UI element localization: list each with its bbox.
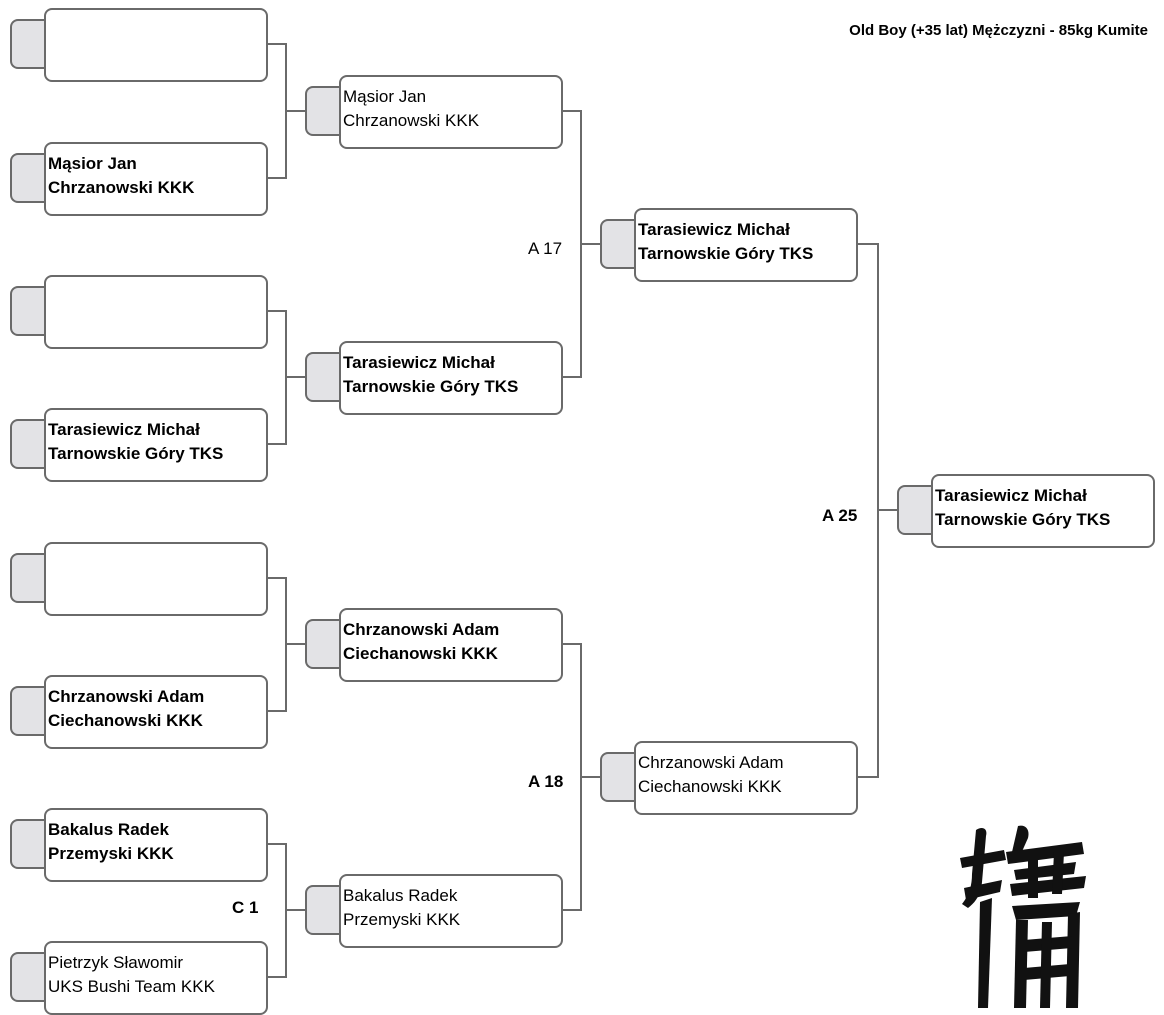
slot-tab bbox=[10, 952, 46, 1002]
r3-slot-2[interactable]: Chrzanowski Adam Ciechanowski KKK bbox=[600, 741, 858, 815]
slot-tab bbox=[10, 19, 46, 69]
competitor-club: Przemyski KKK bbox=[343, 910, 461, 929]
competitor-club: Ciechanowski KKK bbox=[343, 644, 498, 663]
competitor-name: Tarasiewicz Michał bbox=[638, 220, 790, 239]
r3-slot-1[interactable]: Tarasiewicz Michał Tarnowskie Góry TKS bbox=[600, 208, 858, 282]
connector-line bbox=[580, 776, 600, 778]
bracket-title: Old Boy (+35 lat) Mężczyzni - 85kg Kumit… bbox=[849, 22, 1148, 39]
r2-slot-3[interactable]: Chrzanowski Adam Ciechanowski KKK bbox=[305, 608, 563, 682]
slot-box bbox=[44, 808, 268, 882]
slot-tab bbox=[897, 485, 933, 535]
connector-line bbox=[266, 443, 286, 445]
competitor-club: Tarnowskie Góry TKS bbox=[638, 244, 814, 263]
competitor-name: Mąsior Jan bbox=[343, 87, 427, 106]
r1-slot-7[interactable]: Bakalus Radek Przemyski KKK bbox=[10, 808, 268, 882]
slot-tab bbox=[305, 619, 341, 669]
r1-slot-2[interactable]: Mąsior Jan Chrzanowski KKK bbox=[10, 142, 268, 216]
kanji-logo-icon bbox=[958, 822, 1088, 1014]
match-label-a25: A 25 bbox=[822, 506, 858, 525]
connector-line bbox=[266, 976, 286, 978]
connector-line bbox=[285, 376, 305, 378]
match-label-c1: C 1 bbox=[232, 898, 259, 917]
r1-slot-4[interactable]: Tarasiewicz Michał Tarnowskie Góry TKS bbox=[10, 408, 268, 482]
slot-box bbox=[339, 341, 563, 415]
connector-line bbox=[561, 643, 581, 645]
competitor-club: Ciechanowski KKK bbox=[48, 711, 203, 730]
connector-line bbox=[266, 710, 286, 712]
connector-line bbox=[561, 110, 581, 112]
connector-line bbox=[561, 376, 581, 378]
slot-box bbox=[931, 474, 1155, 548]
r2-slot-2[interactable]: Tarasiewicz Michał Tarnowskie Góry TKS bbox=[305, 341, 563, 415]
competitor-name: Pietrzyk Sławomir bbox=[48, 953, 184, 972]
competitor-club: Przemyski KKK bbox=[48, 844, 174, 863]
competitor-name: Bakalus Radek bbox=[48, 820, 169, 839]
slot-tab bbox=[10, 819, 46, 869]
slot-box bbox=[634, 208, 858, 282]
r1-slot-5[interactable] bbox=[10, 542, 268, 616]
slot-box bbox=[44, 542, 268, 616]
slot-tab bbox=[10, 153, 46, 203]
competitor-club: Tarnowskie Góry TKS bbox=[48, 444, 224, 463]
r1-slot-6[interactable]: Chrzanowski Adam Ciechanowski KKK bbox=[10, 675, 268, 749]
competitor-name: Tarasiewicz Michał bbox=[935, 486, 1087, 505]
competitor-club: Chrzanowski KKK bbox=[343, 111, 480, 130]
connector-line bbox=[877, 509, 897, 511]
competitor-name: Chrzanowski Adam bbox=[48, 687, 205, 706]
r1-slot-3[interactable] bbox=[10, 275, 268, 349]
competitor-name: Bakalus Radek bbox=[343, 886, 458, 905]
connector-line bbox=[285, 110, 305, 112]
competitor-club: Chrzanowski KKK bbox=[48, 178, 195, 197]
slot-tab bbox=[600, 752, 636, 802]
slot-box bbox=[44, 8, 268, 82]
competitor-name: Tarasiewicz Michał bbox=[343, 353, 495, 372]
r2-slot-1[interactable]: Mąsior Jan Chrzanowski KKK bbox=[305, 75, 563, 149]
connector-line bbox=[856, 243, 878, 245]
connector-line bbox=[561, 909, 581, 911]
connector-line bbox=[285, 643, 305, 645]
match-label-a17: A 17 bbox=[528, 239, 563, 258]
connector-line bbox=[856, 776, 878, 778]
match-label-a18: A 18 bbox=[528, 772, 564, 791]
connector-line bbox=[266, 577, 286, 579]
connector-line bbox=[285, 909, 305, 911]
slot-box bbox=[44, 675, 268, 749]
slot-tab bbox=[305, 885, 341, 935]
final-slot[interactable]: Tarasiewicz Michał Tarnowskie Góry TKS bbox=[897, 474, 1155, 548]
slot-box bbox=[339, 608, 563, 682]
connector-line bbox=[266, 843, 286, 845]
r1-slot-8[interactable]: Pietrzyk Sławomir UKS Bushi Team KKK bbox=[10, 941, 268, 1015]
slot-tab bbox=[10, 419, 46, 469]
connector-line bbox=[266, 177, 286, 179]
slot-tab bbox=[10, 686, 46, 736]
connector-line bbox=[266, 310, 286, 312]
slot-box bbox=[44, 142, 268, 216]
competitor-club: Tarnowskie Góry TKS bbox=[343, 377, 519, 396]
competitor-club: UKS Bushi Team KKK bbox=[48, 977, 215, 996]
slot-tab bbox=[10, 553, 46, 603]
slot-tab bbox=[600, 219, 636, 269]
competitor-name: Tarasiewicz Michał bbox=[48, 420, 200, 439]
slot-box bbox=[339, 75, 563, 149]
competitor-name: Mąsior Jan bbox=[48, 154, 137, 173]
competitor-club: Ciechanowski KKK bbox=[638, 777, 782, 796]
slot-tab bbox=[305, 86, 341, 136]
r2-slot-4[interactable]: Bakalus Radek Przemyski KKK bbox=[305, 874, 563, 948]
slot-box bbox=[634, 741, 858, 815]
connector-line bbox=[266, 43, 286, 45]
competitor-club: Tarnowskie Góry TKS bbox=[935, 510, 1111, 529]
competitor-name: Chrzanowski Adam bbox=[638, 753, 784, 772]
slot-tab bbox=[10, 286, 46, 336]
r1-slot-1[interactable] bbox=[10, 8, 268, 82]
slot-box bbox=[339, 874, 563, 948]
slot-box bbox=[44, 408, 268, 482]
connector-line bbox=[580, 243, 600, 245]
slot-box bbox=[44, 275, 268, 349]
competitor-name: Chrzanowski Adam bbox=[343, 620, 500, 639]
slot-tab bbox=[305, 352, 341, 402]
